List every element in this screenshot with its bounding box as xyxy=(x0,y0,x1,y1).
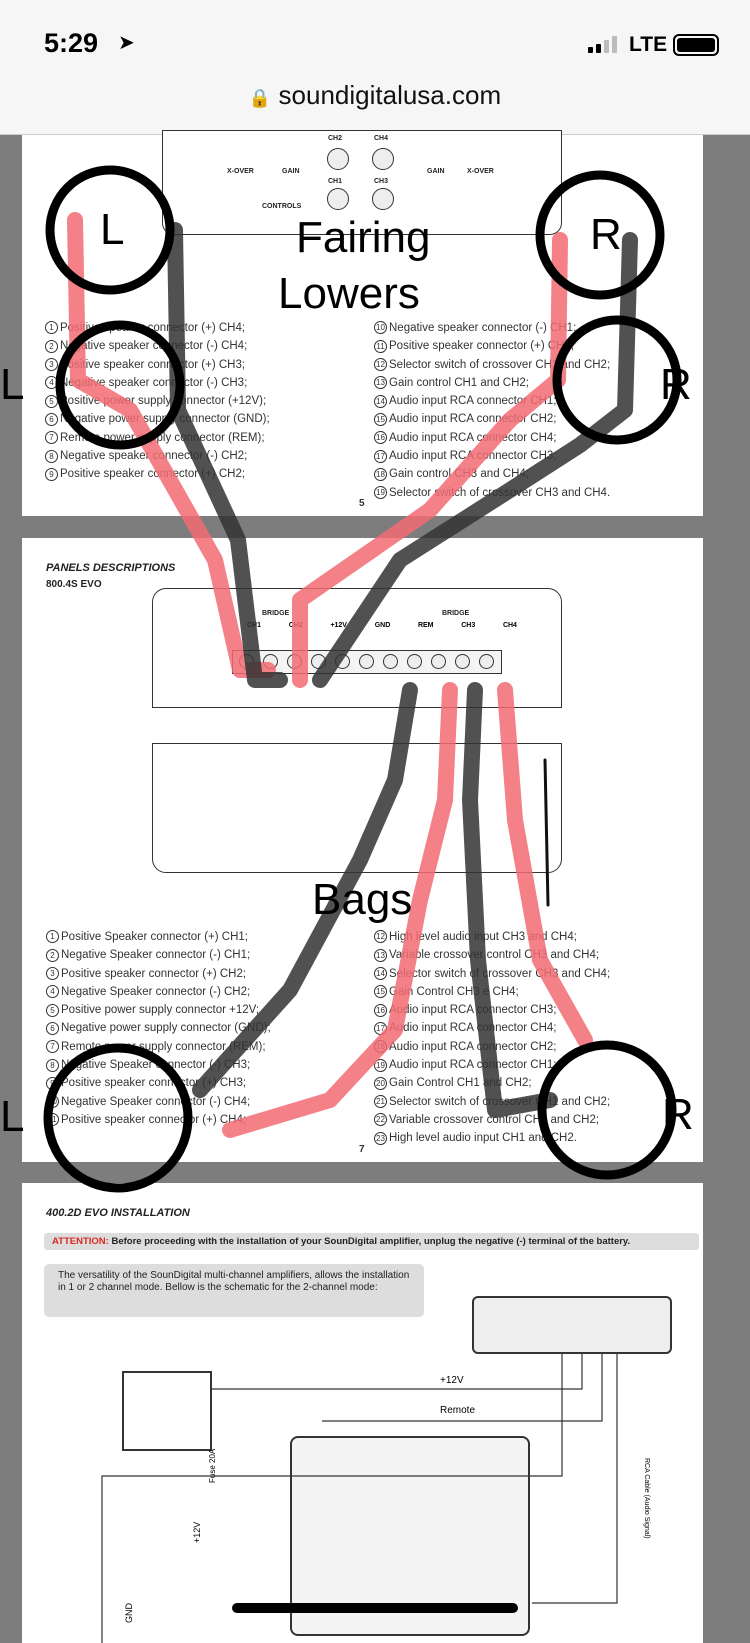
panel-label-xover-right: X-OVER xyxy=(467,168,494,175)
label-left-fairing: L xyxy=(100,205,125,254)
page-number: 5 xyxy=(359,498,365,509)
panel-label-ch1: CH1 xyxy=(328,178,343,185)
terminal-block xyxy=(232,650,502,674)
model-name: 800.4S EVO xyxy=(46,579,102,590)
section-title: 400.2D EVO INSTALLATION xyxy=(46,1207,190,1219)
rca-inputs xyxy=(322,143,402,213)
battery-drawing xyxy=(122,1371,212,1451)
network-type: LTE xyxy=(629,33,668,56)
page-number: 7 xyxy=(359,1144,365,1155)
wire-label-remote: Remote xyxy=(440,1405,476,1416)
label-bags: Bags xyxy=(312,875,413,924)
panel-label-gain-right: GAIN xyxy=(427,168,445,175)
attention-banner: ATTENTION: Before proceeding with the in… xyxy=(44,1233,699,1250)
bridge-label-ch1-ch2: BRIDGE xyxy=(262,610,290,617)
url-text: soundigitalusa.com xyxy=(278,80,502,110)
section-title: PANELS DESCRIPTIONS xyxy=(46,562,176,574)
address-bar[interactable]: 🔒 soundigitalusa.com xyxy=(0,80,750,111)
label-left-lowers: L xyxy=(0,360,25,409)
amp-terminal-panel xyxy=(152,588,562,708)
manual-page-7: PANELS DESCRIPTIONS 800.4S EVO BRIDGE BR… xyxy=(22,538,703,1162)
label-fairing: Fairing xyxy=(296,213,431,262)
label-lowers: Lowers xyxy=(278,269,420,318)
manual-page-installation: 400.2D EVO INSTALLATION ATTENTION: Befor… xyxy=(22,1183,703,1643)
info-box: The versatility of the SounDigital multi… xyxy=(44,1264,424,1317)
panel-label-gain-left: GAIN xyxy=(282,168,300,175)
wire-label-12v: +12V xyxy=(440,1375,464,1386)
panel-label-ch4: CH4 xyxy=(374,135,389,142)
clock: 5:29 xyxy=(44,28,99,58)
panel-label-xover-left: X-OVER xyxy=(227,168,254,175)
lock-icon: 🔒 xyxy=(248,88,272,108)
status-bar: 5:29 ➤ LTE 🔒 soundigitalusa.com xyxy=(0,0,750,135)
bridge-label-ch3-ch4: BRIDGE xyxy=(442,610,470,617)
signal-icon xyxy=(588,36,617,53)
home-indicator[interactable] xyxy=(232,1603,518,1613)
panel-label-ch3: CH3 xyxy=(374,178,389,185)
install-wiring xyxy=(101,1353,618,1643)
panel-label-controls: CONTROLS xyxy=(262,203,302,210)
head-unit xyxy=(472,1296,672,1354)
location-arrow-icon: ➤ xyxy=(118,32,135,54)
amp-input-panel xyxy=(152,743,562,873)
manual-page-5: X-OVER GAIN CH1 CH2 CH3 CH4 GAIN X-OVER … xyxy=(22,130,703,516)
label-right-lowers: R xyxy=(660,360,692,409)
panel-label-ch2: CH2 xyxy=(328,135,343,142)
battery-icon xyxy=(673,34,719,56)
label-left-bags: L xyxy=(0,1092,25,1141)
label-right-fairing: R xyxy=(590,210,622,259)
label-right-bags: R xyxy=(662,1090,694,1139)
